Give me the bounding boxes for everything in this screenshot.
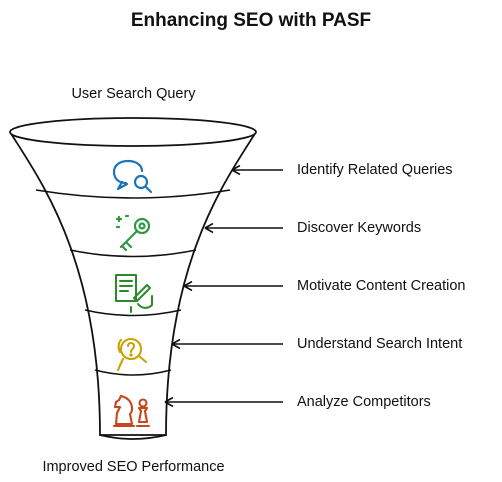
key-icon	[115, 214, 151, 252]
funnel-top-rim	[9, 117, 257, 147]
step-label-discover-keywords: Discover Keywords	[297, 220, 422, 236]
write-document-icon	[115, 274, 153, 313]
step-label-analyze-competitors: Analyze Competitors	[297, 394, 431, 410]
funnel-outline	[9, 131, 257, 436]
step-label-identify-related-queries: Identify Related Queries	[297, 162, 453, 178]
funnel-output-label: Improved SEO Performance	[42, 459, 225, 475]
head-question-icon	[116, 337, 148, 372]
chess-pieces-icon	[112, 394, 151, 428]
funnel-input-label: User Search Query	[71, 86, 196, 102]
segment-divider	[35, 189, 231, 199]
step-label-understand-search-intent: Understand Search Intent	[297, 336, 463, 352]
segment-divider	[69, 249, 197, 258]
search-chat-icon	[112, 159, 153, 194]
funnel-bottom-rim	[99, 434, 167, 440]
diagram-title: Enhancing SEO with PASF	[130, 10, 372, 31]
step-label-motivate-content-creation: Motivate Content Creation	[297, 278, 466, 294]
segment-divider	[94, 369, 172, 376]
segment-divider	[84, 309, 182, 317]
